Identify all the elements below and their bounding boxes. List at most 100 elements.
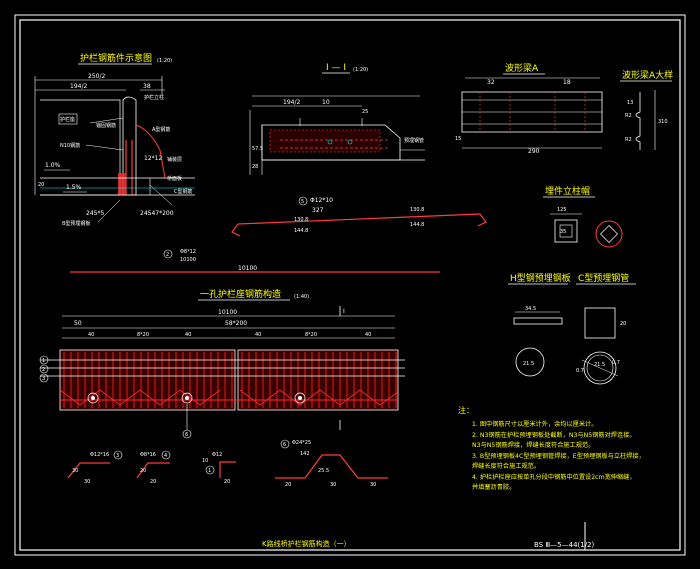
label-top: 桥面板 [167,175,182,182]
bar-4-h: 20 [140,468,146,474]
rebar-5: 5 Φ12*10 327 130.8 144.8 130.8 144.8 [231,196,487,237]
rebar-5-d: 144.8 [410,222,424,228]
label-post: 护栏座 [60,116,75,123]
span-dim-58: 58*200 [225,320,247,327]
wave-dim-b: 18 [563,79,571,86]
label-guard: 护栏立柱 [144,94,164,101]
drawing-title: K路线桥护栏钢筋构造（一） [262,539,351,548]
rebar-2-top: Φ8*12 [180,249,196,255]
outer-frame [14,14,686,556]
inner-frame [19,19,681,551]
dim-38: 38 [143,83,151,90]
wave-detail-dim-1: 13 [627,100,633,106]
section-dim-top: 194/2 [283,99,300,106]
rebar-2-mid: 10100 [180,257,196,263]
span-dim-8-20a: 8*20 [137,332,149,338]
label-c: C型钢筋 [174,188,193,195]
dim-left: 194/2 [70,83,87,90]
section-dim-25: 25 [362,109,368,115]
bar-4-label: 4 [164,453,167,459]
bar-shapes: Φ12*16 3 30 30 Φ8*16 4 20 20 Φ12 1 10 20… [67,439,388,488]
rebar-2-len: 10100 [238,265,257,272]
title-section-1-scale: (1:20) [353,67,368,73]
c-pipe-dim-right: 0.7 [612,360,620,366]
section-dim-left-1: 57.5 [252,146,263,152]
wave-dim-a: 32 [487,79,495,86]
span-dim-8-20b: 8*20 [305,332,317,338]
title-one-span-scale: (1:40) [294,294,309,300]
wave-beam-a: 32 18 290 15 13 R2 R2 310 [455,77,668,155]
span-section-mark: Ⅰ [343,308,345,315]
bar-6-c: 30 [370,482,376,488]
label-anchor: 锚固钢筋 [96,122,116,129]
span-row-mark-1: 1 [42,358,45,364]
left-detail: 250/2 194/2 38 护栏座 锚固钢筋 护栏立柱 N10钢筋 A型钢筋 … [34,73,195,227]
span-dim-40a: 40 [88,332,94,338]
bar-4-len: 20 [150,479,156,485]
notes: 注： 1. 图中钢筋尺寸以厘米计外，余均以厘米计。 2. N3钢筋在护栏预埋钢板… [458,405,645,491]
title-wave-beam-a-detail: 波形梁A大样 [622,69,673,81]
rebar-5-b: 144.8 [294,228,308,234]
post-dim-top: 125 [557,207,567,213]
slope-1: 1.0% [45,162,61,169]
note-line-3: N3与N5钢筋焊接，焊缝长度符合施工规范。 [472,441,594,449]
note-line-5: 焊缝长度符合施工规范。 [472,462,540,470]
span-row-mark-3: 3 [42,376,45,382]
dim-250: 24547*200 [140,210,174,217]
post-dim-inner: 35 [560,229,566,235]
rebar-2: 2 Φ8*12 10100 10100 [70,249,440,273]
bar-1-label: 1 [208,468,211,474]
drawing-number: BS Ⅲ—5—44(1/2) [534,541,595,549]
span-row-mark-2: 2 [42,367,45,373]
bar-6-top: 142 [300,451,310,457]
label-bottom: B型预埋钢板 [62,220,90,227]
bar-4-dim: Φ8*16 [140,452,156,458]
c-steel-pipe: 20 0.7 21.5 0.7 [576,307,626,385]
rebar-5-a: 130.8 [294,217,308,223]
h-plate-dim-circle: 21.5 [523,361,534,367]
rebar-5-c: 130.8 [410,207,424,213]
h-steel-plate: 34.5 21.5 [513,306,563,377]
span-dim-40d: 40 [365,332,371,338]
bar-1-dim: Φ12 [212,452,222,458]
bar-3-dim: Φ12*16 [90,452,109,458]
slope-2: 1.5% [66,184,82,191]
note-line-6: 4. 护栏护栏座应按单孔分段中钢筋中位置设2cm宽伸缩缝， [472,473,636,481]
rebar-5-top: Φ12*10 [310,197,333,204]
title-one-span: 一孔护栏座钢筋构造 [200,288,281,300]
c-pipe-dim-side: 20 [620,321,626,327]
dim-245: 245*5 [86,210,104,217]
c-pipe-dim-left: 0.7 [576,368,584,374]
bar-6-label: 6 [283,442,286,448]
label-a: A型钢筋 [152,126,170,133]
title-h-steel-plate: H型钢预埋钢板 [510,272,571,284]
wave-dim-side: 15 [455,136,461,142]
notes-heading: 注： [458,405,474,415]
title-wave-beam-a: 波形梁A [505,62,539,74]
bar-6-a: 20 [285,482,291,488]
wave-detail-dim-2: R2 [625,113,632,119]
h-plate-dim-top: 34.5 [525,306,536,312]
bar-1-len: 20 [224,479,230,485]
note-line-4: 3. B型预埋钢板4C型预埋钢管焊接，E型预埋钢板与立柱焊接， [472,452,645,460]
wave-dim-bottom: 290 [528,148,540,155]
bar-6-h: 25.5 [318,468,329,474]
title-detail-pieces: 护栏钢筋件示意图 [80,52,152,64]
embedded-post-cap: 125 35 [550,207,623,248]
note-line-1: 1. 图中钢筋尺寸以厘米计外，余均以厘米计。 [472,420,597,428]
section-dim-left-2: 28 [252,164,258,170]
wave-detail-dim-4: 310 [658,119,668,125]
bar-6-dim: Φ24*25 [292,440,311,446]
rebar-2-label: 2 [166,252,169,258]
title-section-1: Ⅰ — Ⅰ [326,63,346,73]
bar-3-h: 30 [72,468,78,474]
bar-3-len: 30 [84,479,90,485]
rebar-5-label: 5 [301,199,304,205]
section-label-pipe: 预埋钢管 [404,137,424,144]
one-span-layout: 10100 50 58*200 40 8*20 40 40 8*20 40 6 … [39,306,405,439]
c-pipe-dim-mid: 21.5 [594,362,605,368]
span-dim-total: 10100 [218,309,237,316]
note-line-7: 并填塞沥青胶。 [472,483,515,491]
note-line-2: 2. N3钢筋在护栏预埋钢板处截断，N3与N5钢筋对焊连接。 [472,431,636,439]
